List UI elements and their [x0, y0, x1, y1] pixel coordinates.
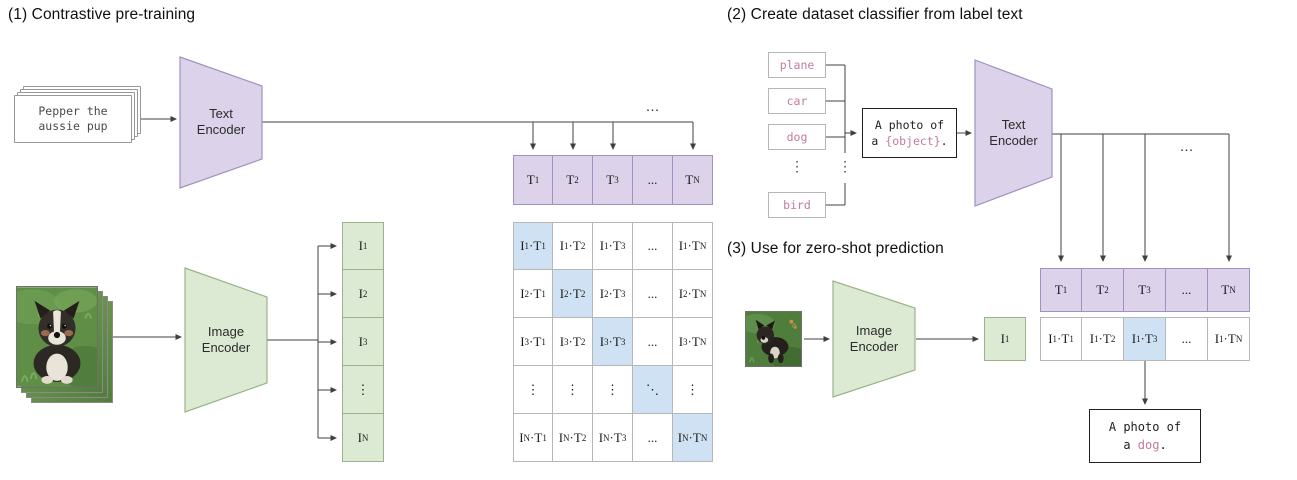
- part2-title: (2) Create dataset classifier from label…: [727, 6, 1023, 23]
- image-input-stack: [16, 286, 114, 404]
- t-cell-ellipsis: ...: [633, 155, 673, 205]
- i-cell-ellipsis: ⋮: [342, 366, 384, 414]
- score-cell-ellipsis: ...: [1166, 317, 1208, 361]
- matrix-cell: ...: [633, 318, 673, 366]
- prediction-output-box: A photo of a dog.: [1089, 409, 1201, 463]
- dog-photo: [16, 286, 98, 388]
- prompt-template-box: A photo of a {object}.: [862, 108, 957, 158]
- matrix-cell: ...: [633, 222, 673, 270]
- part2-ellipsis: ...: [1180, 140, 1194, 155]
- matrix-cell: ⋮: [513, 366, 553, 414]
- part2-connectors: [826, 64, 1232, 262]
- image-encoder-label-2: Image Encoder: [849, 323, 899, 354]
- matrix-cell: ...: [633, 414, 673, 462]
- dog-photo-zeroshot-illustration: [746, 312, 801, 366]
- image-encoder-label-1: Image Encoder: [201, 324, 251, 355]
- output-line2: a dog.: [1123, 438, 1167, 452]
- matrix-cell: ⋮: [553, 366, 593, 414]
- part3-title: (3) Use for zero-shot prediction: [727, 240, 944, 257]
- bracket-ellipsis: ⋮: [838, 158, 852, 174]
- prompt-line2: a {object}.: [871, 134, 948, 148]
- class-label-ellipsis: ⋮: [790, 158, 804, 174]
- text-input-stack: Pepper the aussie pup: [14, 86, 144, 146]
- matrix-cell: ...: [633, 270, 673, 318]
- class-label-dog: dog: [768, 124, 826, 150]
- class-label-bird: bird: [768, 192, 826, 218]
- t-cell-ellipsis: ...: [1166, 268, 1208, 312]
- class-label-car: car: [768, 88, 826, 114]
- matrix-cell-diagonal: ⋱: [633, 366, 673, 414]
- output-line1: A photo of: [1108, 420, 1182, 434]
- predicted-class-token: dog: [1137, 438, 1160, 452]
- text-encoder-label-1: Text Encoder: [196, 106, 246, 137]
- text-input-card: Pepper the aussie pup: [14, 95, 132, 143]
- text-encoder-label-2: Text Encoder: [989, 117, 1038, 148]
- matrix-cell: ⋮: [673, 366, 713, 414]
- dog-photo-illustration: [17, 287, 97, 387]
- class-label-plane: plane: [768, 52, 826, 78]
- prompt-object-token: {object}: [885, 134, 941, 148]
- part1-title: (1) Contrastive pre-training: [8, 6, 196, 23]
- prompt-line1: A photo of: [874, 118, 945, 132]
- part1-ellipsis: ...: [646, 100, 660, 115]
- matrix-cell: ⋮: [593, 366, 633, 414]
- dog-photo-zeroshot: [745, 311, 802, 367]
